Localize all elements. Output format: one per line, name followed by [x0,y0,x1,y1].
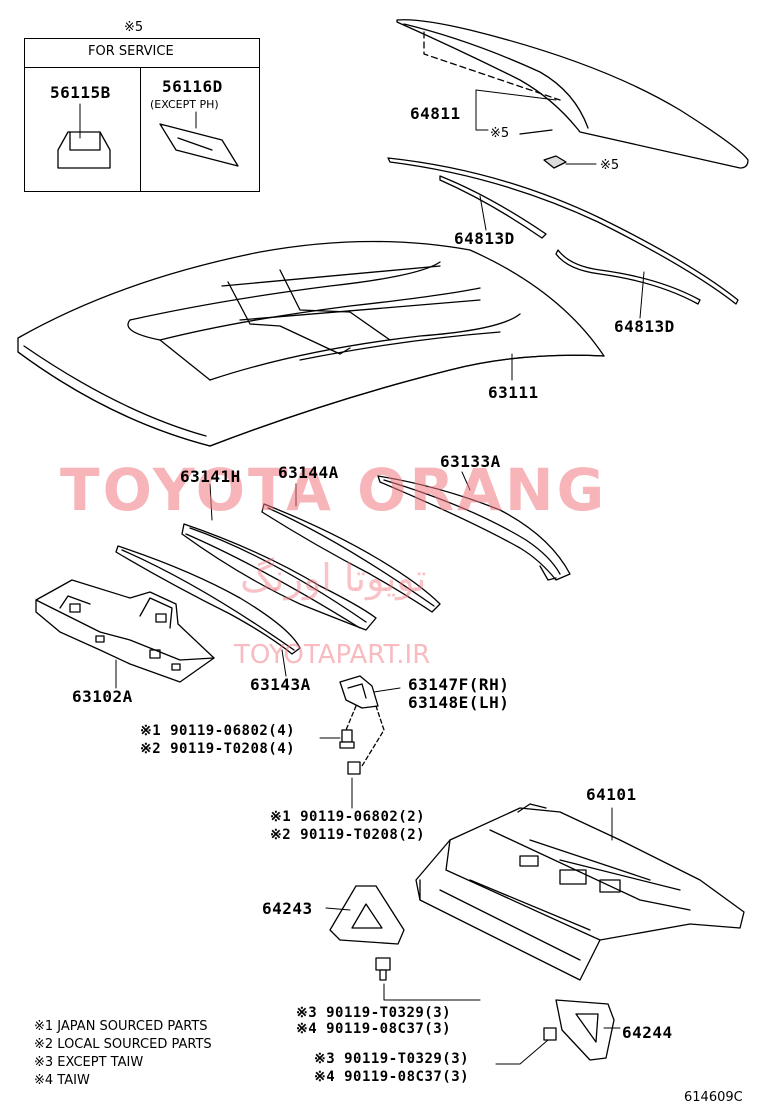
part-64811-clip-mark: ※5 [600,158,620,173]
bolt-a [339,729,355,749]
service-part-56116D [159,123,239,167]
figure-code: 614609C [684,1090,743,1105]
leader-lines [79,89,645,1065]
bolt-90119-06802-2[interactable]: ※1 90119-06802(2) [270,809,426,825]
bolt-90119-08C37-a[interactable]: ※4 90119-08C37(3) [296,1021,452,1037]
part-63133A[interactable]: 63133A [440,452,501,471]
service-box-mark: ※5 [124,20,144,35]
service-box-header [25,39,259,68]
part-56116D[interactable]: 56116D [162,77,223,96]
front-header-panel [35,579,215,683]
part-63148E[interactable]: 63148E(LH) [408,693,510,712]
roof-rail-63133A [377,475,571,581]
part-64813D-lower[interactable]: 64813D [614,317,675,336]
part-63144A[interactable]: 63144A [278,463,339,482]
tray-bracket-left [329,885,405,945]
bolt-90119-T0208-2[interactable]: ※2 90119-T0208(2) [270,827,426,843]
part-63111[interactable]: 63111 [488,383,539,402]
service-box [24,38,260,192]
part-63102A[interactable]: 63102A [72,687,133,706]
legend-item-2: ※2 LOCAL SOURCED PARTS [34,1037,212,1052]
part-64811-mark: ※5 [490,126,510,141]
part-63143A[interactable]: 63143A [250,675,311,694]
service-box-title: FOR SERVICE [88,44,174,59]
legend-item-4: ※4 TAIW [34,1073,90,1088]
bolt-90119-06802-4[interactable]: ※1 90119-06802(4) [140,723,296,739]
roof-bow-63144A [261,503,441,613]
tray-bracket-right [555,999,615,1061]
bolt-90119-08C37-b[interactable]: ※4 90119-08C37(3) [314,1069,470,1085]
roof-panel [17,240,605,447]
roof-weatherstrip [387,157,739,305]
watermark-persian: تویوتا اورنگ [240,556,427,600]
watermark-brand: TOYOTA ORANG [60,456,608,524]
package-tray-panel [415,803,745,981]
roof-bracket [339,675,379,709]
roof-bow-63143A [115,545,301,655]
bolt-b [347,761,361,775]
legend-item-1: ※1 JAPAN SOURCED PARTS [34,1019,208,1034]
back-window-glass [396,19,749,169]
part-63141H[interactable]: 63141H [180,467,241,486]
part-64243[interactable]: 64243 [262,899,313,918]
part-56115B[interactable]: 56115B [50,83,111,102]
part-64813D-upper[interactable]: 64813D [454,229,515,248]
part-56116D-note: (EXCEPT PH) [150,98,219,111]
part-64244[interactable]: 64244 [622,1023,673,1042]
bolt-90119-T0208-4[interactable]: ※2 90119-T0208(4) [140,741,296,757]
part-63147F[interactable]: 63147F(RH) [408,675,510,694]
legend-item-3: ※3 EXCEPT TAIW [34,1055,144,1070]
bolt-90119-T0329-b[interactable]: ※3 90119-T0329(3) [314,1051,470,1067]
bolt-c [375,957,391,981]
service-part-56115B [57,131,111,169]
service-box-divider [140,67,141,191]
watermark-site: TOYOTAPART.IR [234,640,431,670]
part-64101[interactable]: 64101 [586,785,637,804]
glass-clip [543,155,567,169]
part-64811[interactable]: 64811 [410,104,461,123]
bolt-90119-T0329-a[interactable]: ※3 90119-T0329(3) [296,1005,452,1021]
bolt-d [543,1027,557,1041]
roof-bow-63141H [181,523,377,631]
